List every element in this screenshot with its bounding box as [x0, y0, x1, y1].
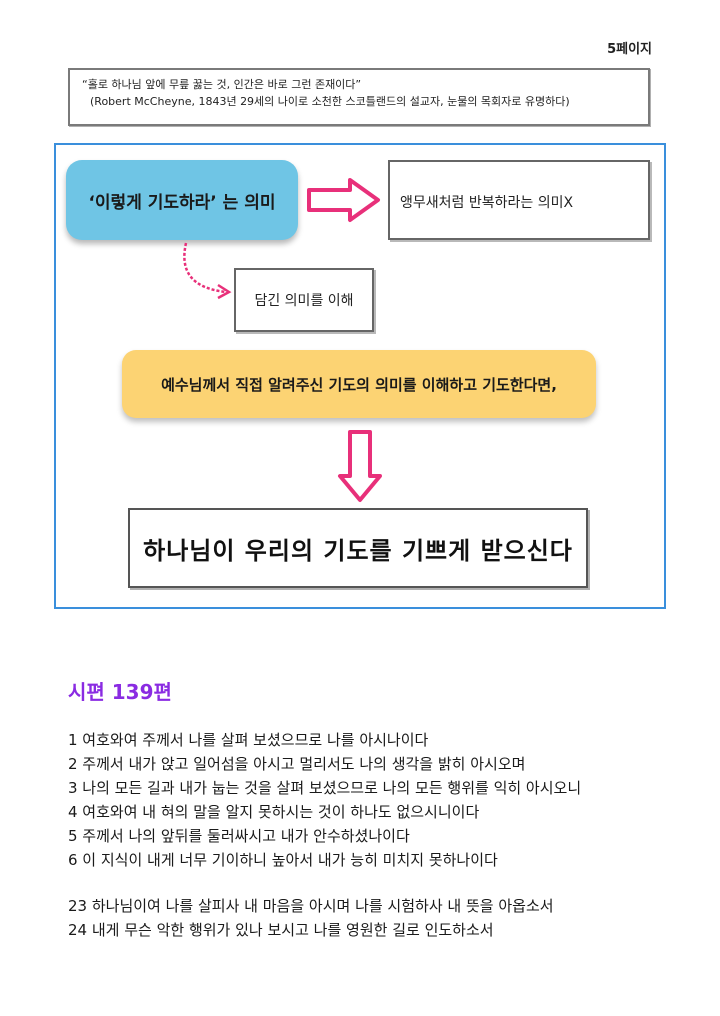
right-arrow-icon	[307, 178, 380, 222]
jesus-prayer-pill: 예수님께서 직접 알려주신 기도의 의미를 이해하고 기도한다면,	[122, 350, 596, 418]
quote-text: “홀로 하나님 앞에 무릎 꿇는 것, 인간은 바로 그런 존재이다”	[82, 78, 362, 91]
meaning-title-pill: ‘이렇게 기도하라’ 는 의미	[66, 160, 298, 240]
understand-meaning-text: 담긴 의미를 이해	[254, 293, 354, 309]
verse-line: 23 하나님이여 나를 살피사 내 마음을 아시며 나를 시험하사 내 뜻을 아…	[68, 897, 554, 915]
verse-line: 1 여호와여 주께서 나를 살펴 보셨으므로 나를 아시나이다	[68, 731, 429, 749]
not-repeat-text: 앵무새처럼 반복하라는 의미X	[400, 195, 574, 211]
result-text: 하나님이 우리의 기도를 기쁘게 받으신다	[143, 536, 573, 565]
meaning-title-text: ‘이렇게 기도하라’ 는 의미	[88, 192, 276, 213]
not-repeat-box: 앵무새처럼 반복하라는 의미X	[388, 160, 650, 240]
verse-line: 5 주께서 나의 앞뒤를 둘러싸시고 내가 안수하셨나이다	[68, 827, 410, 845]
down-arrow-icon	[338, 430, 382, 502]
verse-line: 3 나의 모든 길과 내가 눕는 것을 살펴 보셨으므로 나의 모든 행위를 익…	[68, 779, 582, 797]
page-number: 5페이지	[607, 42, 652, 57]
verse-line: 4 여호와여 내 혀의 말을 알지 못하시는 것이 하나도 없으시니이다	[68, 803, 480, 821]
psalm-verses: 1 여호와여 주께서 나를 살펴 보셨으므로 나를 아시나이다 2 주께서 내가…	[68, 728, 688, 942]
verse-line: 2 주께서 내가 앉고 일어섬을 아시고 멀리서도 나의 생각을 밝히 아시오며	[68, 755, 526, 773]
jesus-prayer-text: 예수님께서 직접 알려주신 기도의 의미를 이해하고 기도한다면,	[161, 375, 557, 394]
verse-line: 6 이 지식이 내게 너무 기이하니 높아서 내가 능히 미치지 못하나이다	[68, 851, 498, 869]
curved-arrow-head-icon	[217, 283, 232, 300]
diagram-frame	[54, 143, 666, 609]
quote-box: “홀로 하나님 앞에 무릎 꿇는 것, 인간은 바로 그런 존재이다” (Rob…	[68, 68, 650, 126]
quote-attribution: (Robert McCheyne, 1843년 29세의 나이로 소천한 스코틀…	[90, 95, 570, 108]
understand-meaning-box: 담긴 의미를 이해	[234, 268, 374, 332]
result-box: 하나님이 우리의 기도를 기쁘게 받으신다	[128, 508, 588, 588]
curved-arrow-icon	[183, 242, 227, 294]
verse-line: 24 내게 무슨 악한 행위가 있나 보시고 나를 영원한 길로 인도하소서	[68, 921, 494, 939]
psalm-title: 시편 139편	[68, 680, 172, 704]
verse-gap	[68, 872, 688, 894]
